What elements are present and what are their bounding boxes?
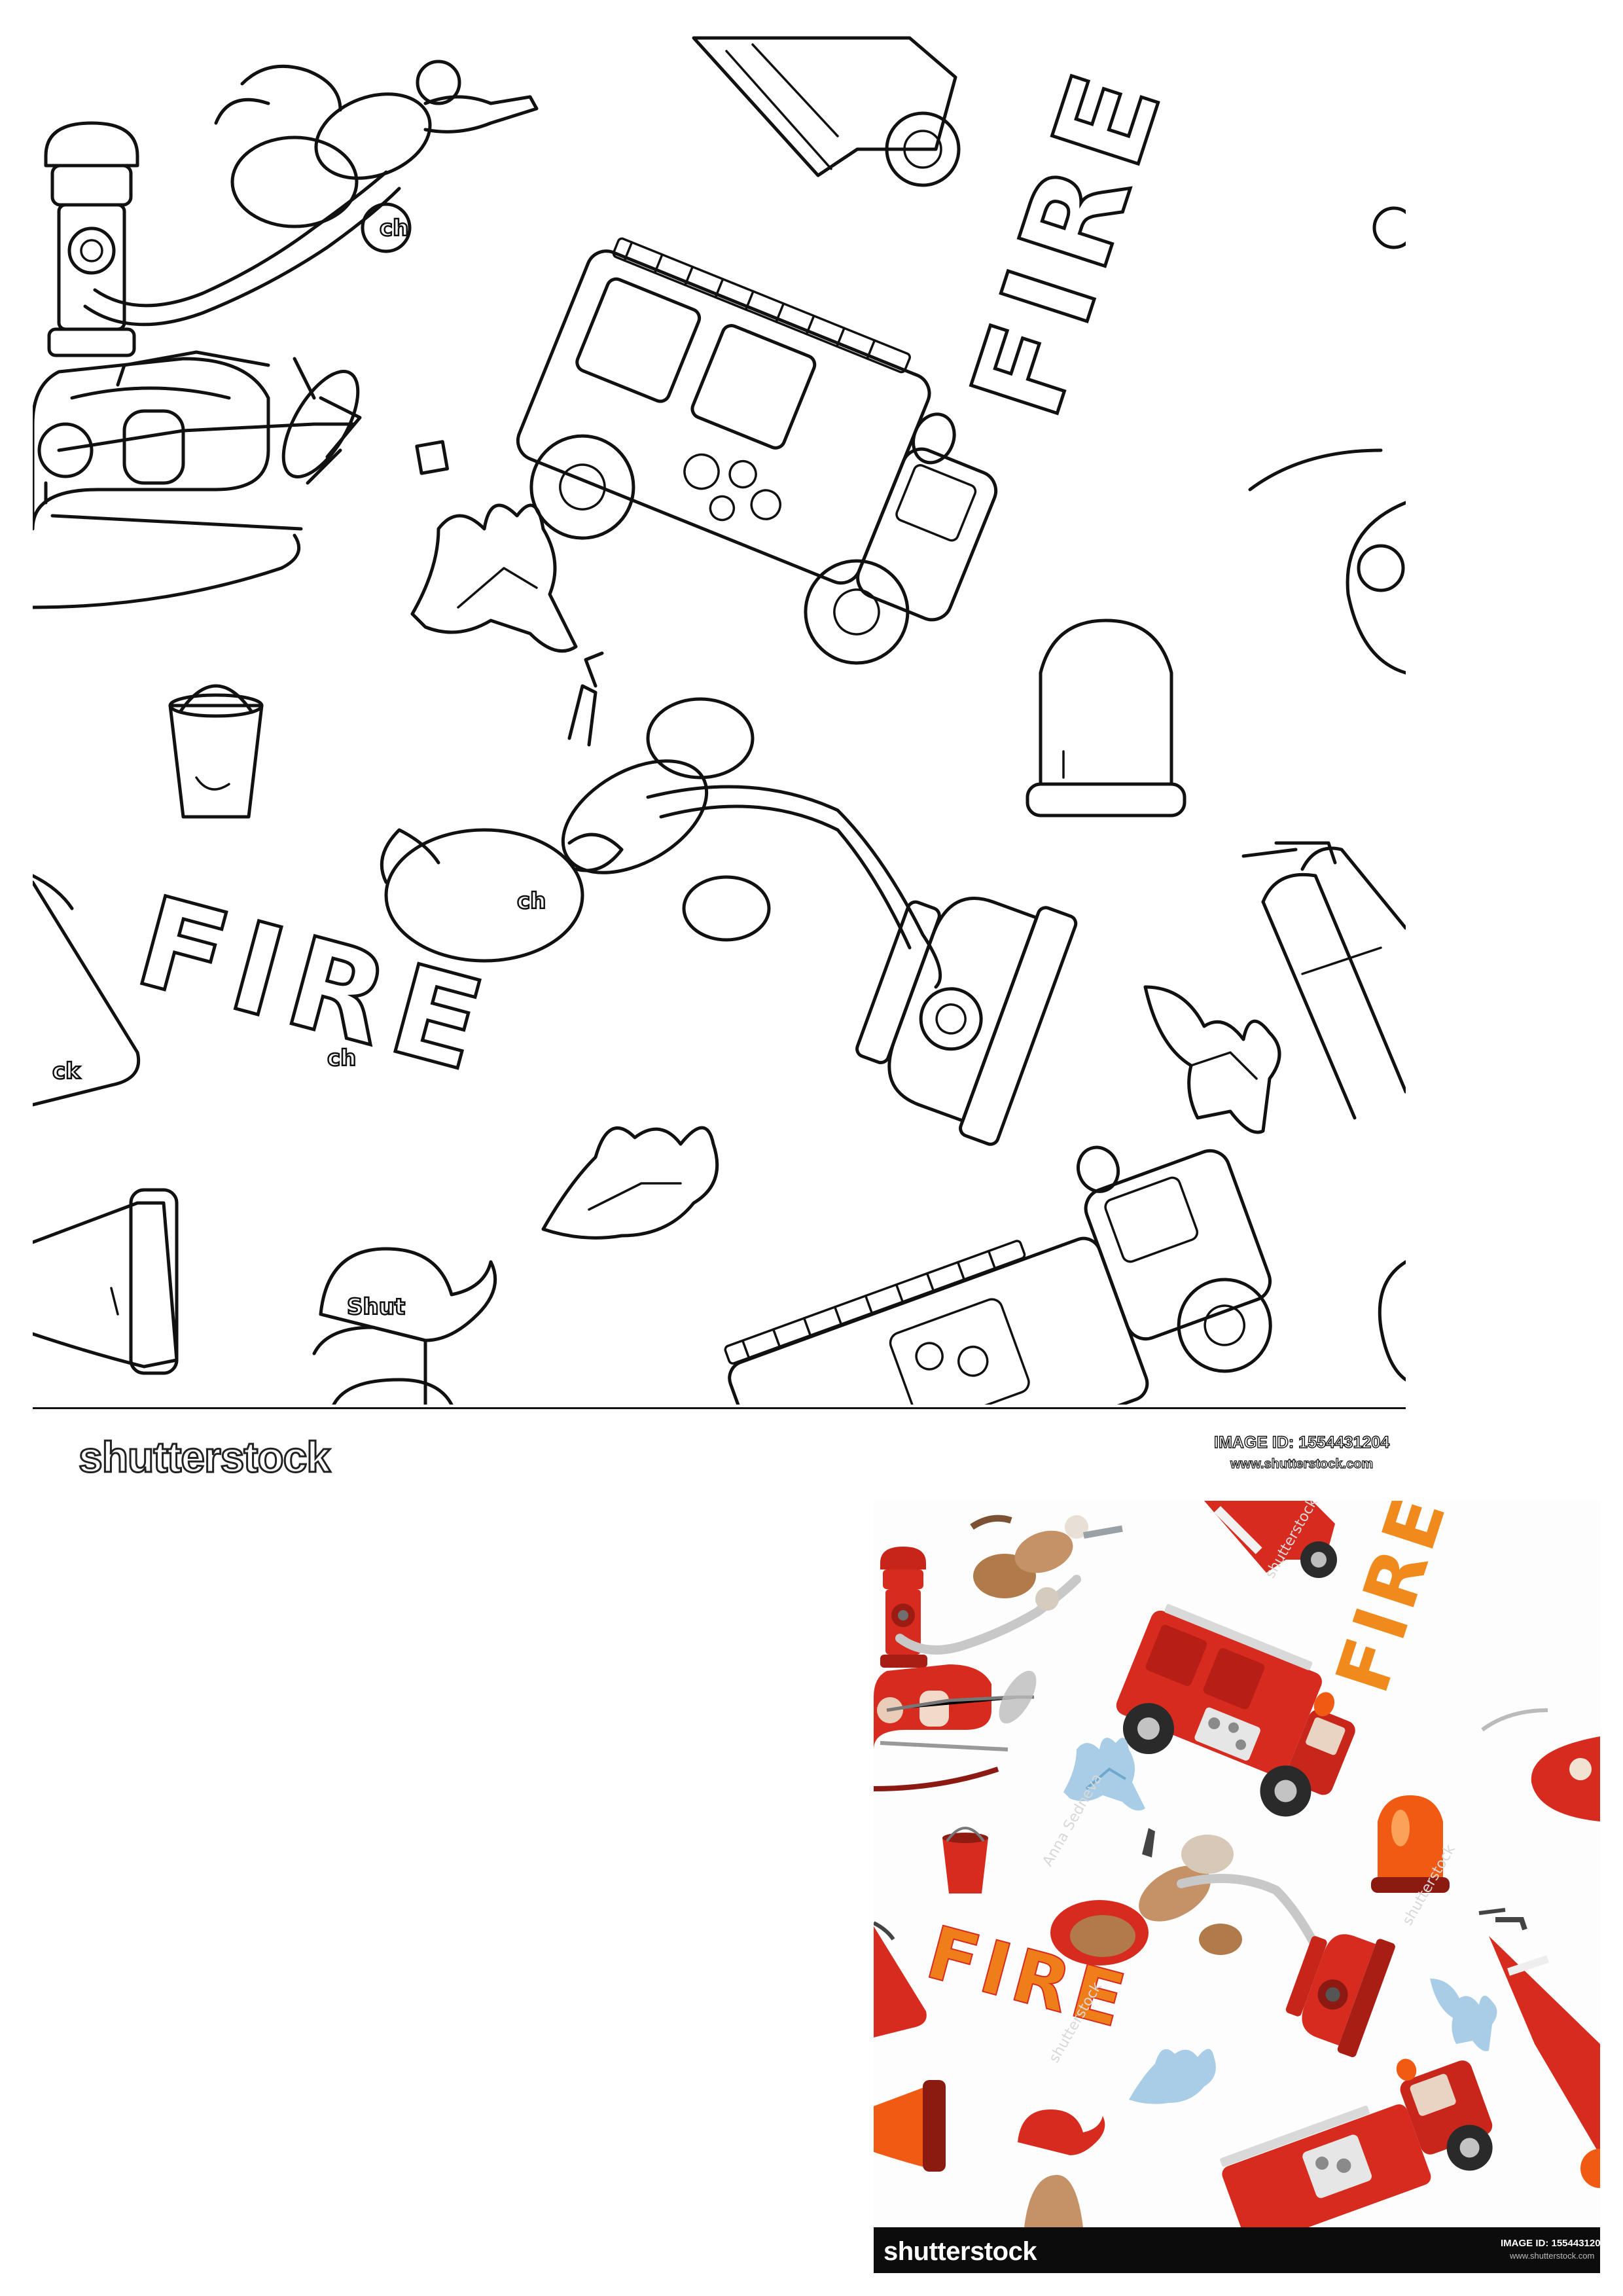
watermark-text: ch (327, 1045, 356, 1071)
watermark-text: Shut (347, 1294, 405, 1320)
image-id-label: IMAGE ID: 1554431204 (1213, 1433, 1390, 1452)
fire-truck-icon (1204, 1501, 1337, 1578)
preview-footer-bar (874, 2227, 1600, 2273)
watermark-text: ck (52, 1058, 81, 1085)
dog-firefighter-icon (970, 1515, 1123, 1611)
dog-firefighter-icon: ch (214, 60, 539, 253)
panel-divider (33, 1407, 1406, 1409)
bucket-icon (942, 1827, 988, 1893)
bucket-icon (33, 1188, 179, 1375)
fire-truck-icon (1116, 1604, 1355, 1817)
fire-hydrant-icon (1285, 1934, 1395, 2058)
fire-extinguisher-icon: ck (33, 874, 141, 1107)
shutterstock-logo: shutterstock (883, 2237, 1037, 2266)
firefighter-helmet-icon: Shut (312, 1247, 497, 1405)
fire-extinguisher-icon (874, 1921, 927, 2037)
firefighter-helmet-icon (1018, 2109, 1105, 2227)
watermark-text: ch (517, 888, 546, 914)
fire-extinguisher-icon (1478, 1908, 1600, 2155)
water-splash-icon (1129, 2049, 1216, 2104)
watermark-text: ch (380, 215, 408, 242)
colored-pattern-artwork: FIRE (874, 1501, 1600, 2227)
site-url-label: www.shutterstock.com (1510, 2251, 1595, 2261)
fire-truck-icon (692, 36, 961, 187)
helicopter-icon (1248, 206, 1406, 675)
fire-word-outline: FIRE (944, 47, 1193, 433)
siren-light-icon (1371, 1795, 1450, 1893)
bucket-icon (168, 684, 264, 819)
fire-truck-icon (1220, 2058, 1493, 2227)
helicopter-icon (33, 350, 362, 609)
fire-hydrant-icon (855, 896, 1078, 1146)
siren-light-icon (874, 2080, 946, 2172)
siren-light-icon (1026, 619, 1186, 817)
fire-word-colored: FIRE (1320, 1501, 1464, 1702)
fire-truck-icon (516, 237, 998, 665)
image-id-label: IMAGE ID: 1554431204 (1501, 2238, 1606, 2249)
fire-word-outline: FIRE (123, 869, 507, 1102)
fire-truck-icon (724, 1145, 1272, 1405)
water-splash-icon (1430, 1979, 1497, 2051)
coloring-page-panel: ch FIRE (33, 31, 1406, 1405)
water-splash-icon (1143, 985, 1281, 1134)
water-splash-icon (410, 440, 578, 653)
fire-extinguisher-icon (1241, 841, 1406, 1120)
helicopter-icon (874, 1664, 1037, 1791)
helicopter-icon (1481, 1708, 1600, 1821)
shutterstock-logo: shutterstock (77, 1432, 331, 1482)
site-url-label: www.shutterstock.com (1230, 1456, 1374, 1471)
dog-firefighter-icon: ch (380, 651, 942, 989)
coloring-page-artwork: ch FIRE (33, 36, 1406, 1405)
water-splash-icon (1063, 1738, 1145, 1811)
water-splash-icon (541, 1126, 719, 1240)
dog-firefighter-icon (1050, 1828, 1323, 1965)
colored-preview-panel: FIRE (874, 1501, 1600, 2227)
